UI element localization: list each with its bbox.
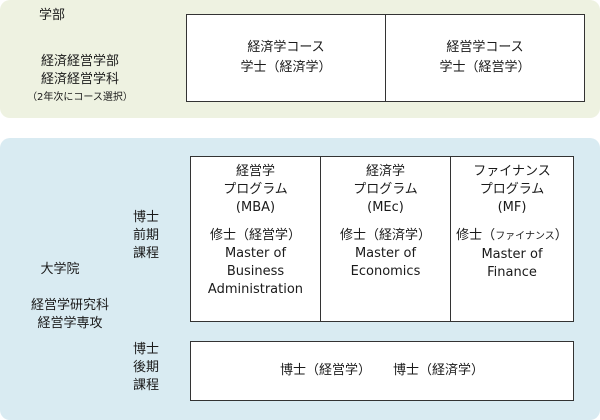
program-name: 経済学	[365, 164, 405, 179]
doctoral-degree-management: 博士（経営学）	[279, 363, 371, 378]
management-course: 経営学コース 学士（経営学）	[386, 15, 584, 101]
program-name: 経営学	[235, 164, 275, 179]
degree-field: ファイナンス	[495, 231, 555, 242]
program-abbr: (MEc)	[367, 200, 404, 215]
program-english-degree: Business	[226, 264, 285, 279]
program-name: ファイナンス	[473, 164, 551, 179]
masters-label-line: 前期	[132, 228, 159, 243]
masters-label-line: 課程	[132, 246, 159, 261]
program-degree: 修士（経済学）	[321, 227, 450, 245]
program-degree: 修士（経営学）	[191, 227, 320, 245]
graduate-school-name: 経営学研究科	[30, 298, 109, 313]
doctoral-label-line: 博士	[132, 342, 159, 357]
program-mba: 経営学 プログラム (MBA) 修士（経営学） Master of Busine…	[191, 157, 321, 321]
undergraduate-panel: 学部 経済経営学部 経済経営学科 （2年次にコース選択） 経済学コース 学士（経…	[0, 0, 600, 118]
doctoral-label-line: 後期	[132, 360, 159, 375]
economics-course-degree: 学士（経済学）	[240, 60, 332, 75]
course-selection-note: （2年次にコース選択）	[27, 92, 133, 103]
degree-field: 経営学	[248, 228, 288, 243]
degree-suffix: ）	[418, 228, 432, 243]
program-english-degree: Master of	[354, 246, 417, 261]
program-english-degree: Economics	[350, 264, 421, 279]
program-english-degree: Master of	[481, 247, 543, 262]
economics-course: 経済学コース 学士（経済学）	[187, 15, 385, 101]
degree-prefix: 修士（	[339, 228, 379, 243]
undergrad-courses-box: 経済学コース 学士（経済学） 経営学コース 学士（経営学）	[186, 14, 585, 102]
program-degree: 修士（ファイナンス）	[451, 227, 573, 246]
faculty-name: 経済経営学部	[40, 54, 119, 69]
program-english-degree: Administration	[207, 282, 304, 297]
doctoral-degree-economics: 博士（経済学）	[393, 363, 485, 378]
program-name-suffix: プログラム	[353, 182, 418, 197]
department-name: 経済経営学科	[40, 72, 119, 87]
degree-prefix: 修士（	[209, 228, 249, 243]
undergrad-heading: 学部	[38, 8, 65, 23]
program-english-degree: Master of	[224, 246, 287, 261]
degree-suffix: ）	[288, 228, 302, 243]
economics-course-name: 経済学コース	[247, 40, 325, 55]
management-course-name: 経営学コース	[446, 40, 524, 55]
doctoral-label-line: 課程	[132, 378, 159, 393]
program-abbr: (MBA)	[235, 200, 276, 215]
graduate-major-name: 経営学専攻	[37, 316, 103, 331]
masters-programs-box: 経営学 プログラム (MBA) 修士（経営学） Master of Busine…	[190, 156, 574, 322]
degree-suffix: ）	[554, 228, 568, 243]
degree-field: 経済学	[378, 228, 418, 243]
degree-prefix: 修士（	[456, 228, 496, 243]
program-english-degree: Finance	[487, 265, 537, 280]
masters-label-line: 博士	[132, 210, 159, 225]
program-name-suffix: プログラム	[479, 182, 545, 197]
program-name-suffix: プログラム	[223, 182, 288, 197]
graduate-heading: 大学院	[40, 262, 80, 277]
management-course-degree: 学士（経営学）	[439, 60, 531, 75]
program-mf: ファイナンス プログラム (MF) 修士（ファイナンス） Master of F…	[451, 157, 573, 321]
program-abbr: (MF)	[497, 200, 527, 215]
course-divider	[385, 15, 386, 101]
doctoral-degrees-box: 博士（経営学） 博士（経済学）	[190, 341, 574, 401]
program-mec: 経済学 プログラム (MEc) 修士（経済学） Master of Econom…	[321, 157, 451, 321]
